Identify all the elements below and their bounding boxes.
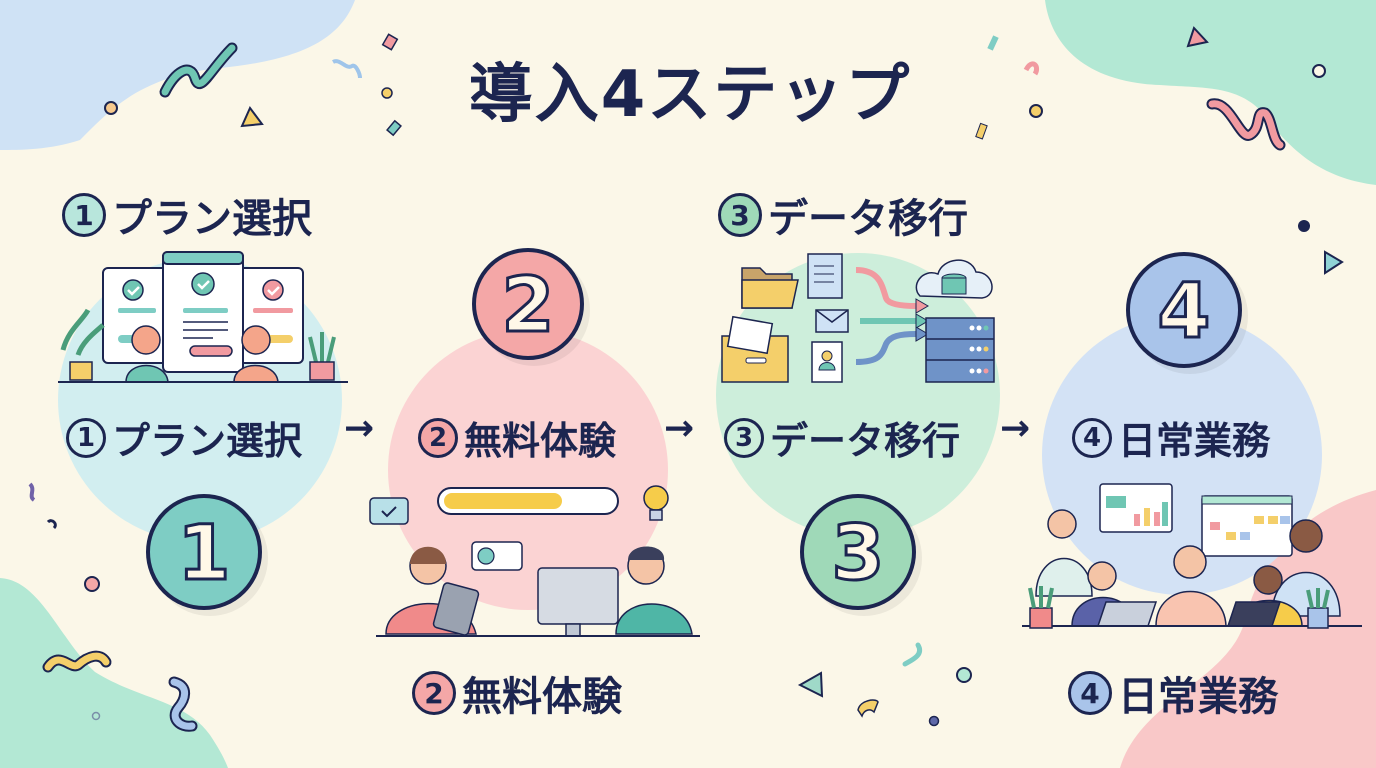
step2-footer-label: 無料体験 <box>462 674 622 720</box>
step4-footer-label: 日常業務 <box>1118 674 1278 720</box>
arrow-step1-to-step2: → <box>344 408 375 449</box>
step1-label: 1 プラン選択 <box>66 410 302 465</box>
step3-heading-label: データ移行 <box>768 196 968 242</box>
step3-heading: 3 データ移行 <box>718 186 968 244</box>
step3-number-badge: 3 <box>718 193 762 237</box>
arrow-step3-to-step4: → <box>1000 408 1031 449</box>
step3-label: 3 データ移行 <box>724 410 960 465</box>
step3-big-number: 3 <box>800 494 916 610</box>
step2-circled-number: 2 <box>418 417 458 458</box>
step1-circled-number: 1 <box>66 417 106 458</box>
step4-label-text: 日常業務 <box>1118 419 1271 463</box>
step4-footer-number: 4 <box>1068 671 1112 715</box>
step2-label-text: 無料体験 <box>464 419 617 463</box>
step3-circled-number: 3 <box>724 417 764 458</box>
step1-illustration-plan-cards <box>58 251 348 383</box>
step3-illustration-data-migration <box>721 253 995 383</box>
step2-illustration-trial <box>369 485 700 637</box>
step2-big-number: 2 <box>472 248 584 360</box>
step1-heading-label: プラン選択 <box>112 196 312 242</box>
step4-big-number: 4 <box>1126 252 1242 368</box>
step4-footer-heading: 4 日常業務 <box>1068 664 1278 722</box>
step4-illustration-team <box>1022 483 1362 629</box>
page-title: 導入4ステップ <box>468 58 912 132</box>
arrow-step2-to-step3: → <box>664 408 695 449</box>
step3-label-text: データ移行 <box>770 419 961 463</box>
step1-heading: 1 プラン選択 <box>62 186 312 244</box>
step2-footer-heading: 2 無料体験 <box>412 664 622 722</box>
step1-label-text: プラン選択 <box>112 419 303 463</box>
step2-label: 2 無料体験 <box>418 410 616 465</box>
step4-circled-number: 4 <box>1072 417 1112 458</box>
step2-footer-number: 2 <box>412 671 456 715</box>
step1-number-badge: 1 <box>62 193 106 237</box>
step1-big-number: 1 <box>146 494 262 610</box>
step4-label: 4 日常業務 <box>1072 410 1270 465</box>
